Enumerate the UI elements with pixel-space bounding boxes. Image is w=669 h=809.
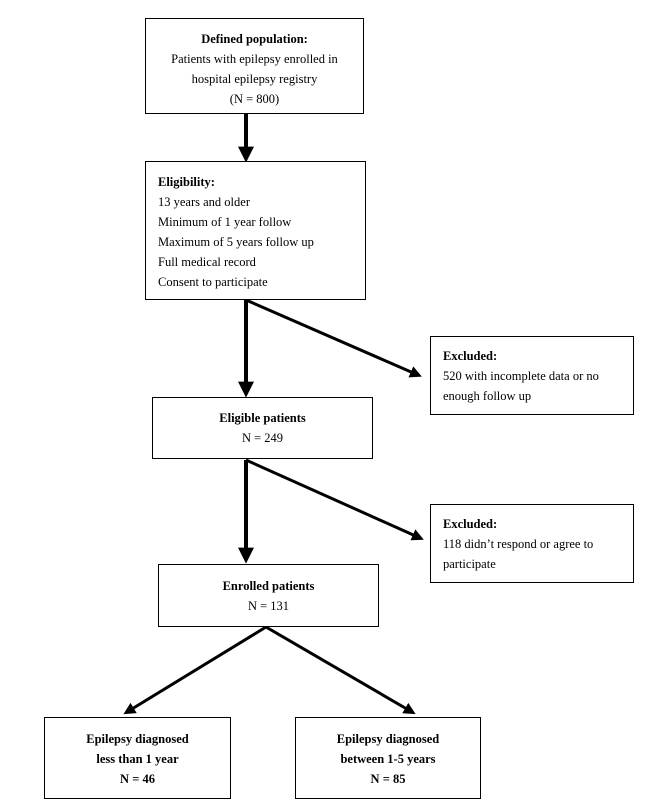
- excluded-2-line: participate: [443, 557, 496, 571]
- arrow-eligibility-to-excluded-1: [245, 298, 422, 378]
- group-1-5yr-count: N = 85: [370, 772, 406, 786]
- eligibility-box: Eligibility: 13 years and older Minimum …: [145, 161, 366, 300]
- defined-population-box: Defined population: Patients with epilep…: [145, 18, 364, 114]
- arrow-eligible-to-excluded-2: [245, 458, 424, 541]
- eligible-patients-title: Eligible patients: [219, 411, 306, 425]
- eligibility-criterion: Full medical record: [158, 255, 256, 269]
- group-less-1yr-line: Epilepsy diagnosed: [86, 732, 189, 746]
- defined-population-title: Defined population:: [201, 32, 308, 46]
- arrow-enrolled-to-group-1-5yr: [265, 625, 416, 715]
- defined-population-line: Patients with epilepsy enrolled in: [171, 52, 338, 66]
- enrolled-patients-count: N = 131: [247, 599, 290, 613]
- enrolled-patients-box: Enrolled patients N = 131: [158, 564, 379, 627]
- group-1-5yr-line: Epilepsy diagnosed: [336, 732, 440, 746]
- eligible-patients-box: Eligible patients N = 249: [152, 397, 373, 459]
- group-less-1yr-box: Epilepsy diagnosed less than 1 year N = …: [44, 717, 231, 799]
- group-1-5yr-line: between 1-5 years: [340, 752, 436, 766]
- eligibility-criterion: 13 years and older: [158, 195, 250, 209]
- excluded-1-line: enough follow up: [443, 389, 532, 403]
- group-less-1yr-count: N = 46: [120, 772, 155, 786]
- group-less-1yr-line: less than 1 year: [96, 752, 179, 766]
- excluded-2-line: 118 didn’t respond or agree to: [443, 537, 594, 551]
- eligibility-criterion: Minimum of 1 year follow: [158, 215, 292, 229]
- eligible-patients-count: N = 249: [241, 431, 284, 445]
- excluded-box-1: Excluded: 520 with incomplete data or no…: [430, 336, 634, 415]
- eligibility-criterion: Maximum of 5 years follow up: [158, 235, 314, 249]
- group-1-5yr-box: Epilepsy diagnosed between 1-5 years N =…: [295, 717, 481, 799]
- excluded-box-2: Excluded: 118 didn’t respond or agree to…: [430, 504, 634, 583]
- eligibility-title: Eligibility:: [158, 175, 215, 189]
- defined-population-line: hospital epilepsy registry: [191, 72, 318, 86]
- excluded-2-title: Excluded:: [443, 517, 498, 531]
- excluded-1-line: 520 with incomplete data or no: [443, 369, 599, 383]
- enrolled-patients-title: Enrolled patients: [222, 579, 315, 593]
- eligibility-criterion: Consent to participate: [158, 275, 268, 289]
- defined-population-count: (N = 800): [229, 92, 280, 106]
- arrow-enrolled-to-group-less-1yr: [123, 625, 267, 715]
- excluded-1-title: Excluded:: [443, 349, 498, 363]
